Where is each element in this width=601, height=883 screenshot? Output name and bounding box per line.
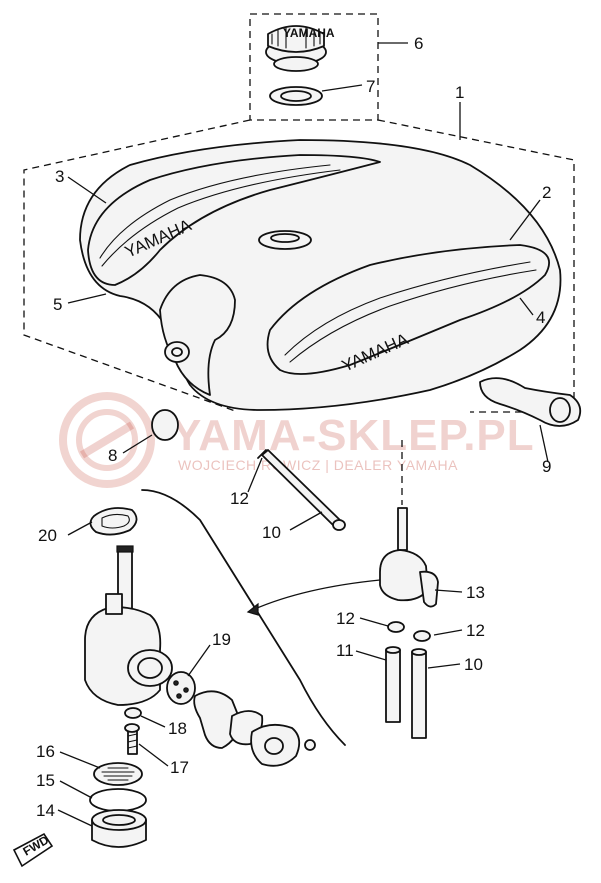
callout-20: 20 — [38, 526, 57, 545]
cap-gasket — [269, 86, 323, 106]
screw-17 — [124, 723, 140, 755]
watermark-subtitle: WOJCIECH ROWICZ | DEALER YAMAHA — [178, 457, 458, 473]
clips-12 — [387, 621, 431, 642]
fuel-cap: YAMAHA — [265, 25, 335, 72]
callout-19: 19 — [212, 630, 231, 649]
callout-12-right: 12 — [466, 621, 485, 640]
callout-14: 14 — [36, 801, 55, 820]
callout-2: 2 — [542, 183, 551, 202]
fuel-cock-left — [84, 507, 173, 706]
callout-5: 5 — [53, 295, 62, 314]
o-ring-18 — [124, 707, 142, 719]
fuel-pipe-upper — [257, 449, 346, 531]
callout-12-left: 12 — [336, 609, 355, 628]
callout-18: 18 — [168, 719, 187, 738]
fuel-pipes-lower — [385, 646, 427, 739]
callout-12-top: 12 — [230, 489, 249, 508]
callout-8: 8 — [108, 446, 117, 465]
callout-3: 3 — [55, 167, 64, 186]
callout-6: 6 — [414, 34, 423, 53]
callout-1: 1 — [455, 83, 464, 102]
tank-group-boundary-left — [23, 119, 251, 413]
fuel-cock-gasket-plate — [166, 671, 196, 705]
callout-13: 13 — [466, 583, 485, 602]
leader-lines — [57, 42, 549, 827]
filter-screen-16 — [93, 762, 143, 786]
callout-11: 11 — [336, 641, 354, 660]
watermark-logo — [59, 392, 155, 488]
fwd-direction-badge: FWD — [12, 833, 54, 868]
fuel-tank: YAMAHA YAMAHA — [79, 139, 562, 411]
assembly-link-arrowhead — [246, 602, 259, 616]
cap-group-boundary — [249, 13, 379, 121]
fuel-cock-cover — [250, 723, 316, 767]
callout-labels: 6 7 1 3 2 5 4 8 9 12 10 20 13 12 12 19 1… — [36, 34, 551, 820]
cup-14 — [91, 809, 147, 848]
assembly-link-arrow — [247, 579, 381, 613]
callout-10-top: 10 — [262, 523, 281, 542]
callout-4: 4 — [536, 308, 545, 327]
fuel-cock-right — [379, 440, 439, 608]
callout-7: 7 — [366, 77, 375, 96]
cap-logo-text: YAMAHA — [283, 26, 335, 40]
tank-damper — [151, 409, 179, 441]
tank-bracket — [479, 377, 582, 427]
assembly-divider-line — [141, 489, 346, 746]
callout-16: 16 — [36, 742, 55, 761]
callout-17: 17 — [170, 758, 189, 777]
watermark-title: YAMA-SKLEP.PL — [172, 411, 535, 460]
o-ring-15 — [89, 788, 147, 812]
callout-10-bottom: 10 — [464, 655, 483, 674]
callout-15: 15 — [36, 771, 55, 790]
watermark: YAMA-SKLEP.PL WOJCIECH ROWICZ | DEALER Y… — [59, 392, 535, 488]
callout-9: 9 — [542, 457, 551, 476]
